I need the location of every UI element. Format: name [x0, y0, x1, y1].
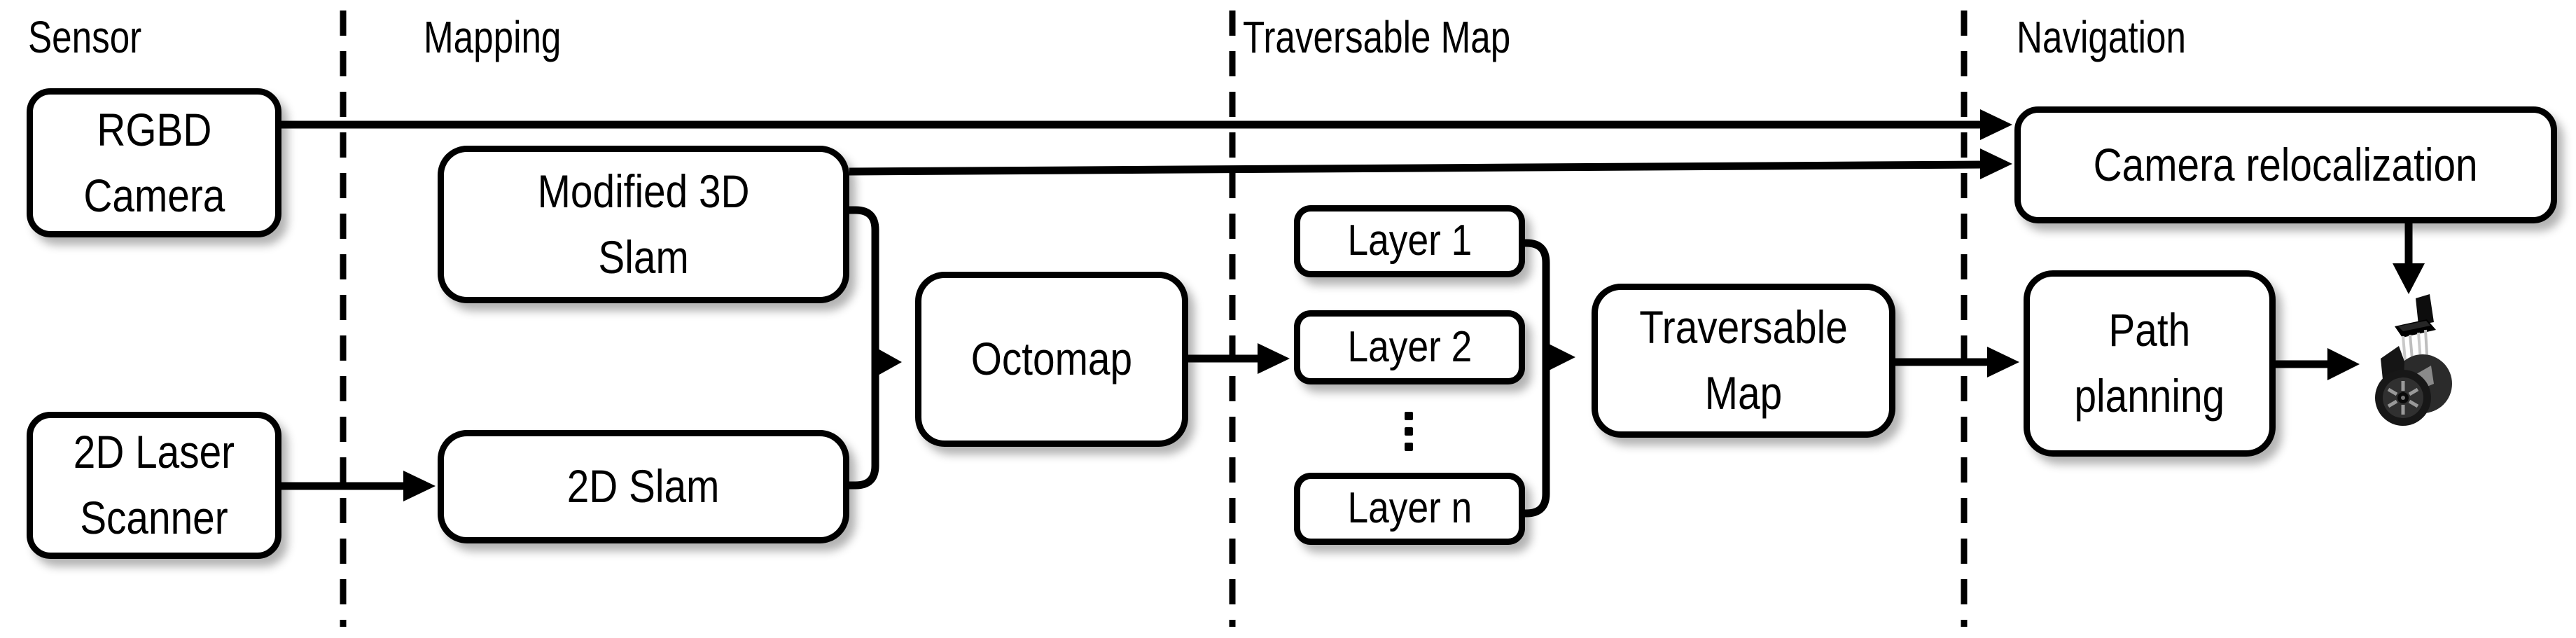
node-layer-n: Layer n	[1294, 473, 1525, 545]
node-modified-3d-slam-line2: Slam	[598, 230, 689, 283]
arrow-relocalization-to-robot	[2393, 223, 2425, 294]
section-label-sensor: Sensor	[28, 12, 142, 62]
node-layer-2-label: Layer 2	[1347, 322, 1472, 371]
node-layer-n-label: Layer n	[1347, 484, 1472, 533]
node-modified-3d-slam: Modified 3D Slam	[438, 146, 849, 303]
node-rgbd-camera: RGBD Camera	[27, 88, 281, 237]
node-rgbd-camera-line1: RGBD	[97, 103, 211, 155]
node-camera-relocalization-label: Camera relocalization	[2094, 138, 2478, 190]
node-layer-1-label: Layer 1	[1347, 216, 1472, 265]
node-layer-2: Layer 2	[1294, 310, 1525, 384]
node-2d-laser-scanner-line2: Scanner	[80, 492, 228, 543]
node-2d-slam-label: 2D Slam	[567, 460, 720, 513]
arrow-octomap-to-layers	[1188, 343, 1290, 374]
bracket-slam-to-octomap	[849, 206, 902, 490]
section-label-navigation: Navigation	[2017, 12, 2186, 62]
arrow-laser-to-2dslam	[281, 471, 436, 501]
section-label-traversable-map: Traversable Map	[1243, 12, 1511, 62]
node-2d-laser-scanner: 2D Laser Scanner	[27, 412, 281, 559]
arrow-traversable-to-pathplanning	[1895, 347, 2019, 377]
node-path-planning: Path planning	[2024, 270, 2276, 457]
wheelchair-robot-icon	[2375, 294, 2452, 426]
node-layer-1: Layer 1	[1294, 205, 1525, 277]
node-traversable-map-line2: Map	[1704, 367, 1783, 419]
node-traversable-map-line1: Traversable	[1639, 301, 1848, 354]
node-2d-laser-scanner-line1: 2D Laser	[73, 426, 235, 478]
node-camera-relocalization: Camera relocalization	[2014, 106, 2557, 223]
node-path-planning-line2: planning	[2074, 370, 2225, 422]
arrow-3dslam-to-relocalization	[849, 148, 2012, 179]
layers-ellipsis	[1393, 412, 1424, 451]
node-rgbd-camera-line2: Camera	[83, 169, 225, 221]
arrow-pathplanning-to-robot	[2276, 348, 2360, 380]
node-path-planning-line1: Path	[2108, 304, 2191, 356]
node-traversable-map: Traversable Map	[1592, 284, 1895, 438]
node-2d-slam: 2D Slam	[438, 430, 849, 543]
bracket-layers-to-traversable	[1525, 239, 1575, 518]
arrow-rgbd-to-relocalization	[281, 109, 2012, 140]
node-modified-3d-slam-line1: Modified 3D	[537, 165, 750, 217]
node-octomap-label: Octomap	[970, 333, 1133, 385]
section-label-mapping: Mapping	[424, 12, 562, 62]
node-octomap: Octomap	[915, 272, 1188, 447]
